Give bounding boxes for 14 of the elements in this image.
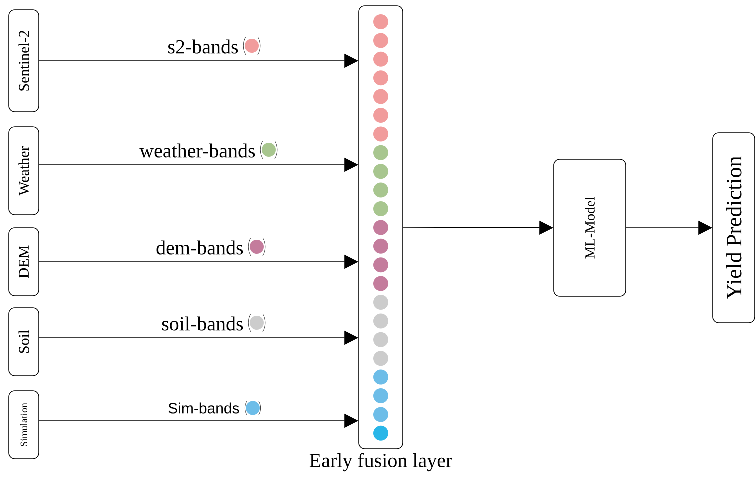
- rounded-box: Simulation: [8, 390, 40, 460]
- rounded-box: Soil: [8, 308, 40, 376]
- edge-label: s2-bands: [168, 40, 238, 54]
- layer-caption: Early fusion layer: [310, 453, 452, 472]
- edge-label: soil-bands: [162, 316, 244, 331]
- rounded-box: ML-Model: [554, 159, 626, 297]
- edge-label: weather-bands: [140, 144, 256, 158]
- edge-label: Sim-bands: [168, 402, 240, 414]
- fusion-layer-box: [358, 6, 404, 450]
- rounded-box: Weather: [8, 126, 40, 216]
- rounded-box: Yield Prediction: [712, 132, 756, 324]
- rounded-box: Sentinel-2: [8, 10, 40, 112]
- edge-label: dem-bands: [156, 240, 244, 255]
- rounded-box: DEM: [8, 228, 40, 296]
